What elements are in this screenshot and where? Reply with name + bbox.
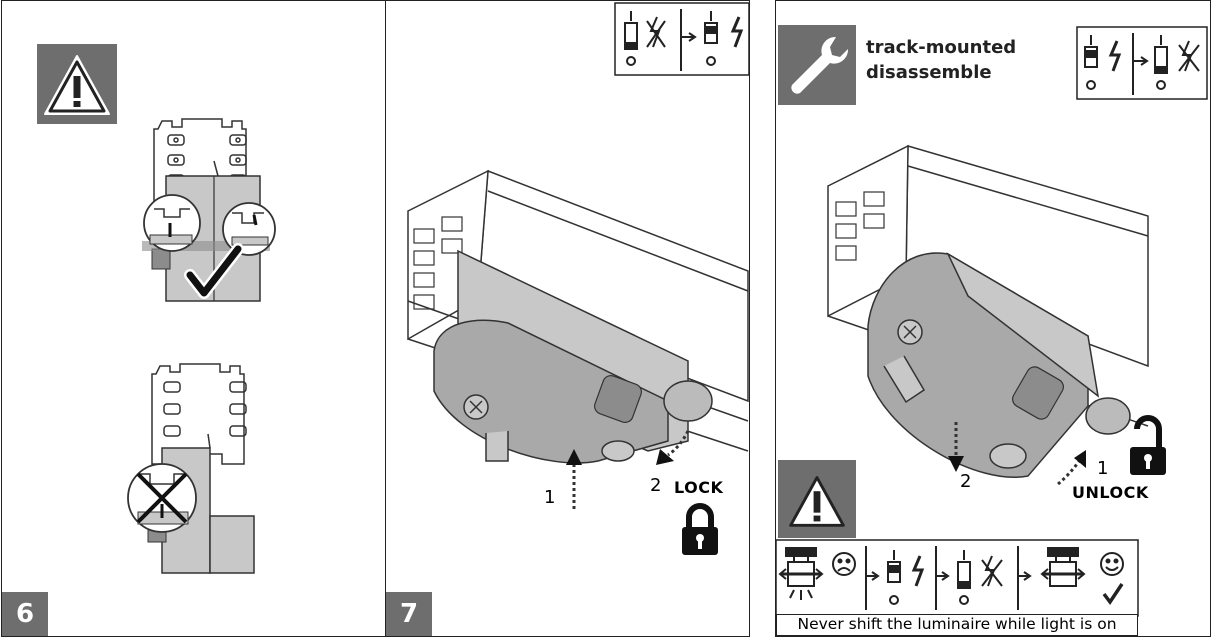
panel-title: track-mounted disassemble — [866, 35, 1016, 85]
step-number: 6 — [2, 592, 48, 636]
incorrect-mounting-diagram — [127, 363, 255, 574]
title-line-1: track-mounted — [866, 37, 1017, 58]
unlock-icon — [1130, 415, 1166, 475]
warning-icon — [37, 44, 117, 124]
lock-icon — [682, 503, 718, 555]
step-6-panel: 6 — [1, 0, 387, 637]
disassemble-panel: track-mounted disassemble — [775, 0, 1211, 637]
wrench-icon — [778, 25, 856, 105]
warning-caption: Never shift the luminaire while light is… — [776, 614, 1138, 636]
correct-mounting-diagram — [142, 118, 276, 302]
lock-label: LOCK — [674, 478, 724, 497]
power-sequence-icon — [1076, 26, 1208, 100]
no-shift-while-on-icons — [775, 539, 1139, 617]
arrow-2-label: 2 — [960, 471, 972, 492]
adapter-lock-illustration — [407, 169, 749, 509]
unlock-label: UNLOCK — [1072, 483, 1149, 502]
warning-icon — [778, 460, 856, 538]
arrow-1-label: 1 — [1097, 458, 1109, 479]
step-number: 7 — [386, 592, 432, 636]
step-7-panel: 1 2 LOCK 7 — [385, 0, 750, 637]
power-sequence-icon — [614, 2, 750, 76]
title-line-2: disassemble — [866, 62, 992, 83]
arrow-2-label: 2 — [650, 475, 662, 496]
adapter-unlock-illustration — [827, 144, 1149, 486]
arrow-1-label: 1 — [544, 487, 556, 508]
